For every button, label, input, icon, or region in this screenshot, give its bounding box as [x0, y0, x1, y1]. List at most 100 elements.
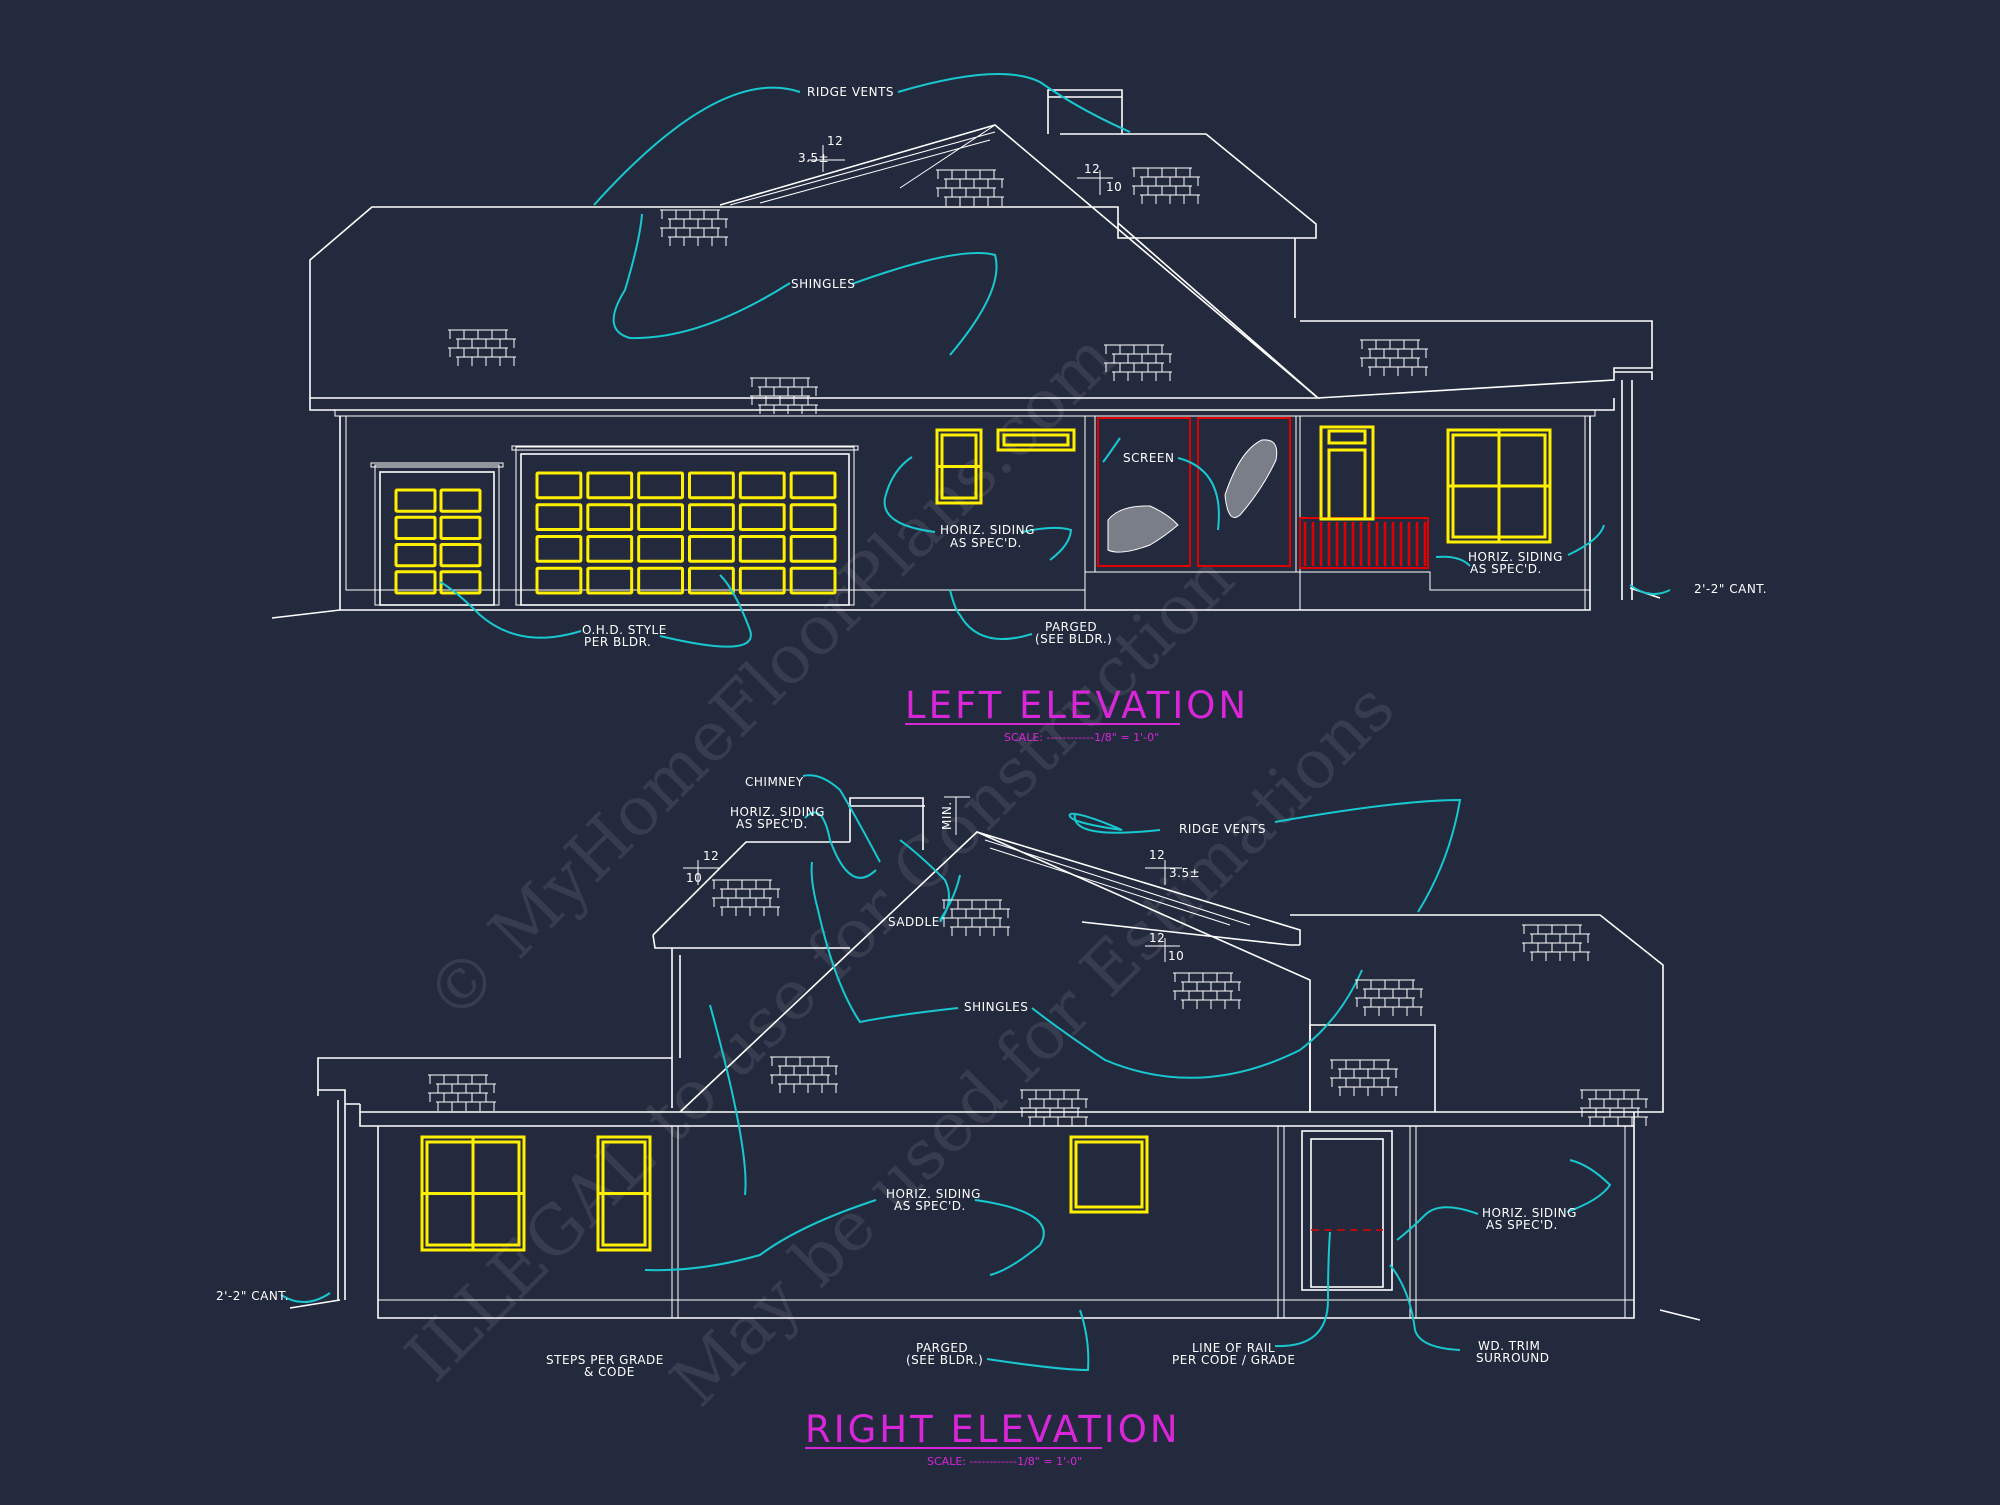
- note-siding: HORIZ. SIDING: [1468, 550, 1563, 564]
- shingle-mark: [660, 209, 728, 246]
- garage-panel: [394, 543, 437, 568]
- svg-text:MIN.: MIN.: [940, 801, 954, 830]
- garage-panel: [535, 566, 583, 595]
- pitch-symbol-c: 12 10: [1145, 931, 1184, 963]
- screen-reflection: [1107, 505, 1179, 553]
- garage-panel: [586, 503, 634, 531]
- note-saddle: SADDLE: [888, 915, 940, 929]
- shingle-mark: [936, 169, 1004, 206]
- garage-panel: [535, 503, 583, 531]
- note-ridge-vents: RIDGE VENTS: [807, 85, 894, 99]
- left-gable: [652, 841, 850, 1058]
- garage-panel: [738, 566, 786, 595]
- watermark-line-1: © MyHomeFloorPlans.com: [411, 318, 1130, 1037]
- garage-panel: [688, 566, 735, 595]
- screen-reflection: [1224, 439, 1278, 518]
- garage-panel: [789, 471, 837, 500]
- svg-text:12: 12: [827, 134, 843, 148]
- pitch-symbol-b: 12 3.5±: [1145, 848, 1200, 885]
- svg-text:10: 10: [1106, 180, 1122, 194]
- svg-text:12: 12: [703, 849, 719, 863]
- trimmed-door: [1301, 1130, 1393, 1291]
- transom-window: [1002, 433, 1070, 447]
- window: [1069, 1135, 1149, 1214]
- porch-rail: [1299, 517, 1429, 569]
- note-parged: (SEE BLDR.): [906, 1353, 983, 1367]
- garage-door-double: [511, 445, 859, 606]
- svg-text:12: 12: [1084, 162, 1100, 176]
- chimney: [1047, 89, 1123, 134]
- shingle-mark: [1522, 924, 1590, 961]
- garage-panel: [535, 471, 583, 500]
- wing-column: [1614, 371, 1653, 600]
- leader-lines: [280, 774, 1612, 1372]
- garage-panel: [789, 566, 837, 595]
- note-ridge-vents: RIDGE VENTS: [1179, 822, 1266, 836]
- right-elevation-scale: SCALE: ------------1/8" = 1'-0": [927, 1455, 1082, 1468]
- svg-text:10: 10: [1168, 949, 1184, 963]
- note-cant: 2'-2" CANT.: [1694, 582, 1767, 596]
- left-elevation: 12 3.5± 12 10 RIDGE VENTS SHINGLES: [271, 73, 1767, 744]
- left-windows: [394, 428, 1552, 595]
- shingle-mark: [1132, 167, 1200, 204]
- note-rail: LINE OF RAIL: [1192, 1341, 1275, 1355]
- note-ohd: PER BLDR.: [584, 635, 651, 649]
- pitch-symbol-a: 12 3.5±: [798, 134, 845, 172]
- note-siding: HORIZ. SIDING: [940, 523, 1035, 537]
- svg-text:12: 12: [1149, 848, 1165, 862]
- note-siding: HORIZ. SIDING: [1482, 1206, 1577, 1220]
- shingle-mark: [1580, 1089, 1648, 1126]
- shingle-mark: [1104, 344, 1172, 381]
- right-elevation: MIN. 12 10 12 3.5± 12 10: [216, 774, 1701, 1468]
- wing-roof: [1300, 320, 1653, 399]
- note-rail: PER CODE / GRADE: [1172, 1353, 1295, 1367]
- chimney-dimension: MIN.: [940, 796, 970, 835]
- note-steps: STEPS PER GRADE: [546, 1353, 664, 1367]
- garage-panel: [688, 535, 735, 563]
- pitch-symbol-a: 12 10: [683, 849, 720, 885]
- shingle-mark: [1360, 339, 1428, 376]
- note-screen: SCREEN: [1123, 451, 1174, 465]
- shingle-mark: [712, 879, 780, 916]
- garage-panel: [394, 488, 437, 513]
- ridge-vent-lines: [729, 124, 996, 206]
- bump-out: [1309, 1024, 1436, 1112]
- note-parged: PARGED: [916, 1341, 968, 1355]
- screen-porch: [1097, 417, 1291, 567]
- shingle-mark: [942, 899, 1010, 936]
- garage-panel: [394, 515, 437, 540]
- svg-text:12: 12: [1149, 931, 1165, 945]
- wall-outline: [339, 416, 1591, 611]
- note-cant: 2'-2" CANT.: [216, 1289, 289, 1303]
- garage-panel: [789, 503, 837, 531]
- chimney: [848, 797, 925, 850]
- front-hip: [976, 831, 1301, 946]
- fascia: [359, 1112, 1635, 1127]
- svg-text:3.5±: 3.5±: [1169, 866, 1200, 880]
- leader-lines: [439, 73, 1671, 648]
- upper-right-roof: [1060, 133, 1317, 318]
- note-chimney: CHIMNEY: [745, 775, 804, 789]
- garage-panel: [637, 535, 685, 563]
- garage-panel: [586, 535, 634, 563]
- note-siding: AS SPEC'D.: [736, 817, 808, 831]
- note-siding: HORIZ. SIDING: [886, 1187, 981, 1201]
- pitch-symbol-b: 12 10: [1077, 162, 1122, 195]
- left-elevation-scale: SCALE: ------------1/8" = 1'-0": [1004, 731, 1159, 744]
- note-siding: AS SPEC'D.: [1470, 562, 1542, 576]
- note-shingles: SHINGLES: [791, 277, 855, 291]
- shingle-mark: [750, 377, 818, 414]
- note-siding: HORIZ. SIDING: [730, 805, 825, 819]
- shingle-mark: [1020, 1089, 1088, 1126]
- note-trim: WD. TRIM: [1478, 1339, 1540, 1353]
- shingle-mark: [1330, 1059, 1398, 1096]
- garage-panel: [738, 535, 786, 563]
- shingle-mark: [770, 1056, 838, 1093]
- note-ohd: O.H.D. STYLE: [582, 623, 667, 637]
- shingle-mark: [1355, 979, 1423, 1016]
- garage-panel: [637, 566, 685, 595]
- ridge-vent-lines: [984, 839, 1251, 926]
- garage-panel: [738, 503, 786, 531]
- garage-panel: [586, 471, 634, 500]
